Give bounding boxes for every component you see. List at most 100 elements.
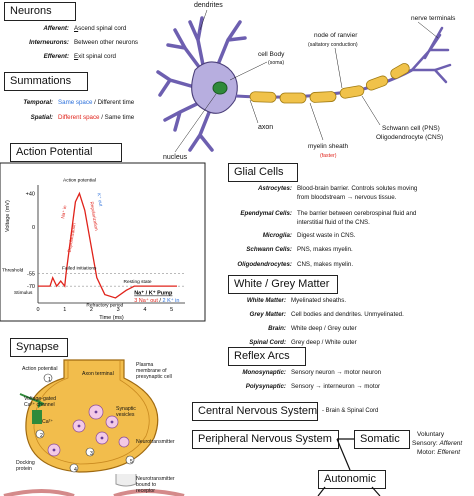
ap-na-in-label: Na⁺ in	[60, 205, 67, 219]
matter-def: Cell bodies and dendrites. Unmyelinated.	[291, 311, 404, 318]
syn-vesicles: Synaptic vesicles	[116, 406, 136, 418]
matter-term: Brain:	[268, 325, 286, 332]
ap-xtick: 1	[63, 307, 66, 313]
ap-pump-values: 3 Na⁺ out / 2 K⁺ in	[134, 297, 179, 304]
oligo-label: Oligodendrocyte (CNS)	[376, 134, 444, 141]
schwann-label: Schwann cell (PNS)	[382, 125, 440, 132]
matter-term: Grey Matter:	[249, 311, 286, 318]
dendrites-label: dendrites	[194, 2, 223, 9]
summations-heading: Summations	[4, 72, 88, 91]
pns-box: Peripheral Nervous System	[192, 430, 339, 449]
syn-axon-terminal: Axon terminal	[82, 371, 114, 377]
soma-label: (soma)	[268, 60, 285, 66]
ap-ytick: -55	[27, 272, 35, 278]
ap-curve	[38, 191, 177, 299]
ap-xtick: 4	[143, 307, 146, 313]
matter-def: Grey deep / White outer	[291, 339, 357, 346]
spatial-def: Different space / Same time	[58, 114, 135, 121]
glial-term: Ependymal Cells:	[240, 210, 292, 217]
interneurons-def: Between other neurons	[74, 39, 138, 46]
syn-ca: Ca²⁺	[42, 419, 54, 425]
axon-label: axon	[258, 124, 274, 131]
faster-label: (faster)	[320, 153, 337, 159]
syn-step-3: 3	[90, 451, 93, 457]
matter-def: Myelinated sheaths.	[291, 297, 347, 304]
cns-box: Central Nervous System	[192, 402, 318, 421]
glial-def: Digest waste in CNS.	[297, 232, 356, 239]
ap-xtick: 2	[90, 307, 93, 313]
glial-def: The barrier between cerebrospinal fluid …	[297, 210, 417, 217]
syn-step-5: 5	[130, 459, 133, 465]
matter-heading: White / Grey Matter	[228, 275, 338, 294]
afferent-term: Afferent:	[43, 25, 69, 32]
glial-def: interstitial fluid of the CNS.	[297, 219, 370, 226]
cns-note: - Brain & Spinal Cord	[322, 408, 379, 414]
reflex-def: Sensory neuron → motor neuron	[291, 369, 382, 376]
sensory-line: Sensory: Afferent	[412, 440, 463, 447]
matter-def: White deep / Grey outer	[291, 325, 357, 332]
ap-ytick: 0	[32, 225, 35, 231]
temporal-def: Same space / Different time	[58, 99, 135, 106]
ap-xtick: 5	[170, 307, 173, 313]
ap-depol-label: Depolarization	[67, 222, 77, 252]
nucleus-label: nucleus	[163, 154, 188, 161]
neurons-heading: Neurons	[4, 2, 76, 21]
voluntary-text: Voluntary	[417, 431, 445, 438]
saltatory-label: (saltatory conduction)	[308, 42, 358, 48]
glial-heading: Glial Cells	[228, 163, 298, 182]
myelin-label: myelin sheath	[308, 143, 349, 150]
somatic-box: Somatic	[354, 430, 410, 449]
ap-xtick: 3	[117, 307, 120, 313]
reflex-heading: Reflex Arcs	[228, 347, 306, 366]
afferent-def: Ascend spinal cord	[74, 25, 127, 32]
nucleus-shape	[212, 81, 228, 95]
glial-def: Blood-brain barrier. Controls solutes mo…	[297, 185, 418, 192]
matter-term: Spinal Cord:	[249, 339, 286, 346]
nerve-terminals-label: nerve terminals	[411, 15, 456, 22]
ap-resting-label: Resting state	[124, 279, 152, 285]
ap-refractory-label: Refractory period	[86, 302, 123, 308]
reflex-term: Polysynaptic:	[245, 383, 286, 390]
ap-xlabel: Time (ms)	[99, 315, 124, 321]
ap-repol-label: Repolarization	[89, 201, 99, 231]
ap-ytick: +40	[26, 191, 35, 197]
node-label: node of ranvier	[314, 32, 358, 39]
interneurons-term: Interneurons:	[29, 39, 69, 46]
reflex-def: Sensory → interneuron → motor	[291, 383, 381, 390]
glial-def: from bloodstream → nervous tissue.	[297, 194, 397, 201]
glial-def: PNS, makes myelin.	[297, 246, 353, 253]
motor-line: Motor: Efferent	[417, 449, 460, 456]
syn-bound: Neurotransmitter bound to receptor	[136, 476, 175, 494]
ap-peak-label: Action potential	[63, 177, 96, 183]
ap-k-out-label: K⁺ out	[96, 193, 103, 208]
syn-docking: Docking protein	[16, 460, 35, 472]
glial-term: Microglia:	[262, 232, 292, 239]
autonomic-box: Autonomic	[318, 470, 386, 489]
syn-step-2: 2	[40, 433, 43, 439]
glial-term: Schwann Cells:	[246, 246, 292, 253]
action-potential-heading: Action Potential	[10, 143, 122, 162]
efferent-term: Efferent:	[43, 53, 69, 60]
cell-body-label: cell Body	[258, 51, 285, 58]
neuron-illustration	[156, 9, 452, 153]
reflex-term: Monosynaptic:	[242, 369, 286, 376]
ap-pump-title: Na⁺ / K⁺ Pump	[134, 290, 173, 297]
syn-action-potential: Action potential	[22, 366, 58, 372]
temporal-term: Temporal:	[23, 99, 53, 106]
ap-xtick: 0	[36, 307, 39, 313]
ap-ytick: -70	[27, 284, 35, 290]
synapse-illustration	[3, 359, 185, 496]
glial-term: Oligodendrocytes:	[237, 261, 292, 268]
ap-failed-label: Failed initiations	[62, 265, 97, 271]
syn-neurotransmitter: Neurotransmitter	[136, 439, 175, 445]
efferent-def: Exit spinal cord	[74, 53, 116, 60]
syn-voltage-gated: Voltage-gated Ca²⁺ channel	[24, 396, 57, 408]
ap-frame	[0, 162, 206, 322]
spatial-term: Spatial:	[30, 114, 53, 121]
syn-step-1: 1	[48, 377, 51, 383]
synapse-heading: Synapse	[10, 338, 68, 357]
syn-plasma: Plasma membrane of presynaptic cell	[136, 362, 172, 380]
syn-step-4: 4	[74, 467, 77, 473]
